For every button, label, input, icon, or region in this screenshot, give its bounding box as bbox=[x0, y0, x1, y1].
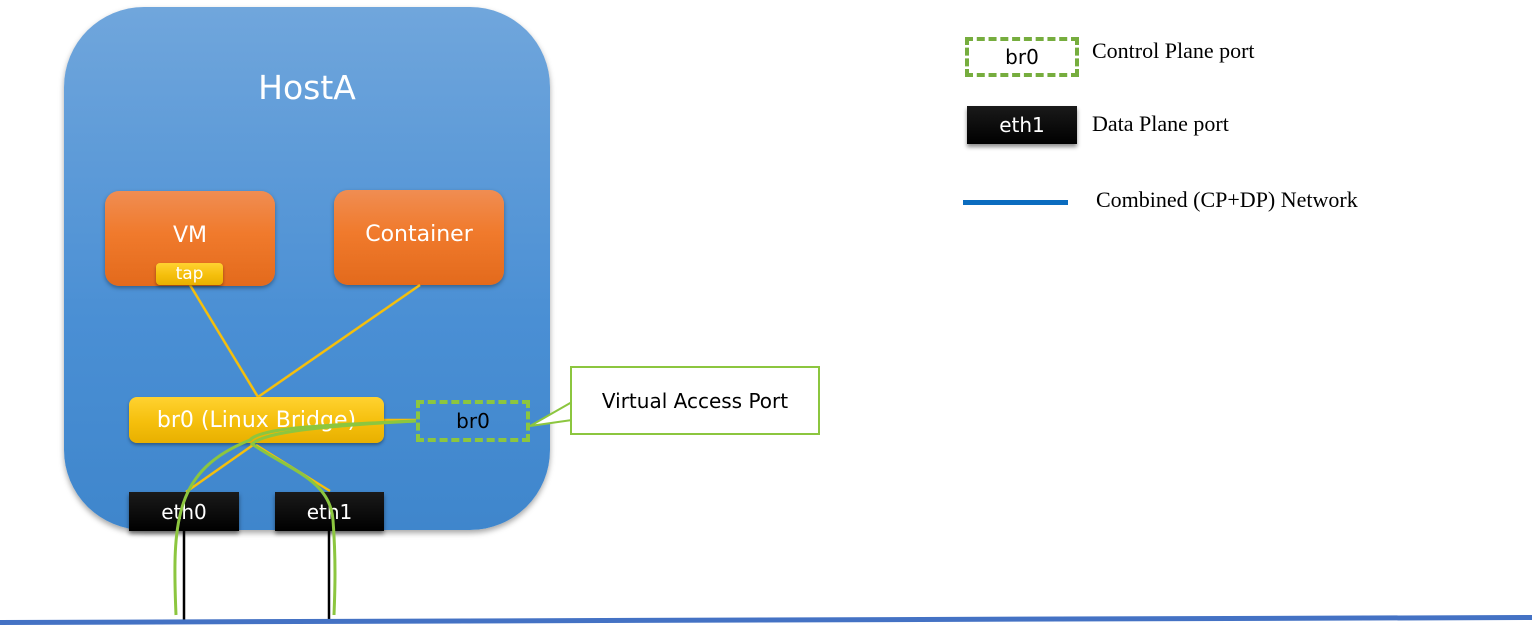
virtual-access-port-callout: Virtual Access Port bbox=[570, 366, 820, 435]
legend-dp-sample-label: eth1 bbox=[999, 113, 1045, 137]
br0-port-label: br0 bbox=[456, 409, 490, 433]
tap-label: tap bbox=[175, 264, 204, 284]
br0-control-plane-port[interactable]: br0 bbox=[416, 400, 530, 442]
bridge-to-eth0-line bbox=[185, 443, 254, 494]
legend-control-plane-sample: br0 bbox=[965, 37, 1079, 77]
legend-network-label: Combined (CP+DP) Network bbox=[1096, 187, 1358, 212]
legend-cp-sample-label: br0 bbox=[1005, 45, 1039, 69]
host-title: HostA bbox=[258, 68, 356, 107]
legend-data-plane-sample: eth1 bbox=[967, 106, 1077, 144]
legend-data-plane-label: Data Plane port bbox=[1092, 111, 1229, 136]
callout-pointer bbox=[529, 400, 573, 427]
tap-port[interactable]: tap bbox=[156, 263, 223, 285]
br0-to-eth0-curve bbox=[173, 419, 417, 616]
tap-to-bridge-line bbox=[188, 284, 260, 398]
legend-network-line-sample bbox=[963, 200, 1068, 205]
container-node[interactable]: Container bbox=[334, 190, 504, 285]
combined-network-line bbox=[0, 615, 1532, 625]
callout-text: Virtual Access Port bbox=[601, 388, 789, 413]
br0-to-eth1-curve bbox=[249, 419, 417, 616]
legend-control-plane-label: Control Plane port bbox=[1092, 38, 1255, 63]
container-label: Container bbox=[365, 222, 473, 247]
vm-label: VM bbox=[172, 223, 208, 248]
container-to-bridge-line bbox=[257, 283, 421, 399]
